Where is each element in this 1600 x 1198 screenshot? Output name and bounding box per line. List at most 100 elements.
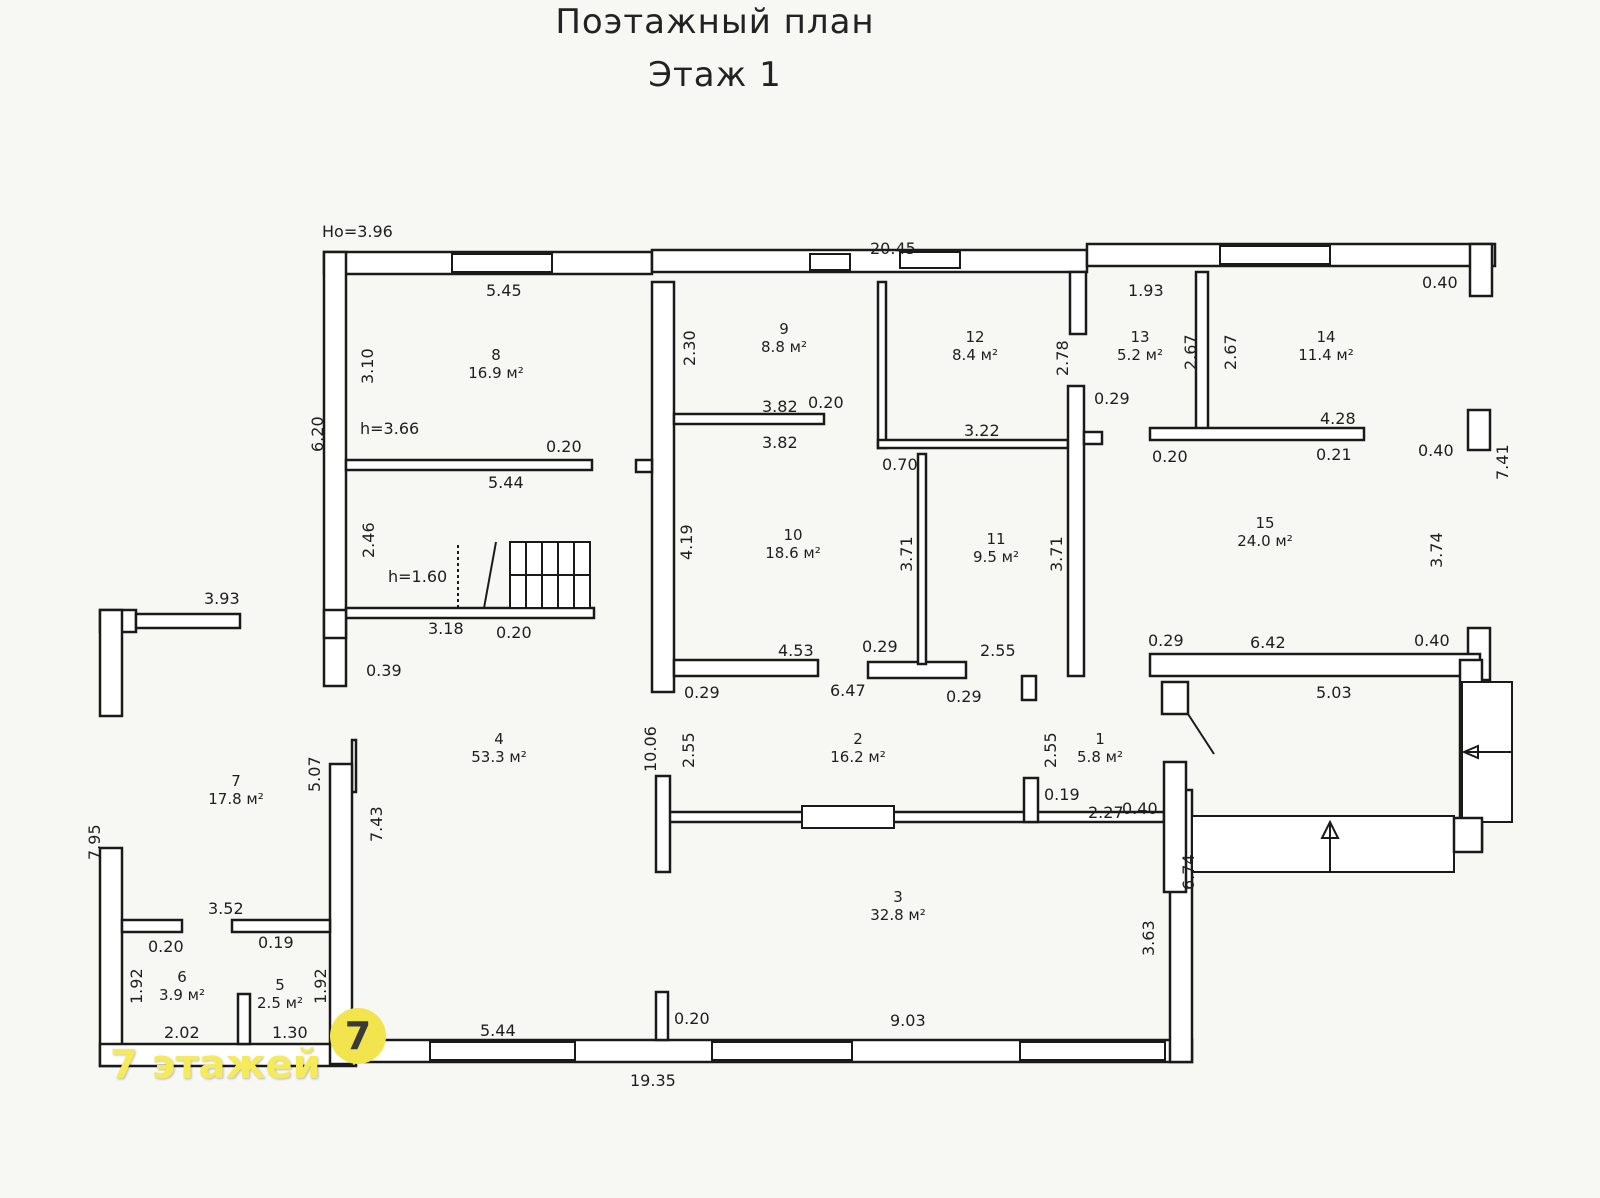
wall-room9-bottom bbox=[672, 412, 826, 426]
dimension-label: 3.63 bbox=[1139, 920, 1158, 956]
dimension-label: 19.35 bbox=[630, 1071, 676, 1090]
room-area: 53.3 м² bbox=[471, 748, 527, 766]
dimension-label: 4.53 bbox=[778, 641, 814, 660]
window-top-a bbox=[809, 253, 851, 271]
room-number: 6 bbox=[177, 968, 187, 986]
dimension-label: 0.29 bbox=[684, 683, 720, 702]
dimension-label: 0.19 bbox=[258, 933, 294, 952]
room-number: 4 bbox=[494, 730, 504, 748]
dimension-label: 5.07 bbox=[305, 756, 324, 792]
dimension-label: 2.30 bbox=[680, 330, 699, 366]
annex-top-wall bbox=[134, 612, 242, 630]
dimension-label: 2.02 bbox=[164, 1023, 200, 1042]
wall-room12-bottom bbox=[876, 438, 1070, 450]
room-number: 5 bbox=[275, 976, 285, 994]
dimension-label: 3.82 bbox=[762, 433, 798, 452]
room-area: 5.8 м² bbox=[1077, 748, 1123, 766]
annex-left-lower bbox=[98, 846, 124, 1068]
window-bottom-c bbox=[1019, 1041, 1166, 1061]
dimension-label: 6.74 bbox=[1179, 854, 1198, 890]
room-number: 2 bbox=[853, 730, 863, 748]
dimension-label: 2.55 bbox=[1041, 732, 1060, 768]
dimension-label: 0.29 bbox=[862, 637, 898, 656]
dimension-label: 1.30 bbox=[272, 1023, 308, 1042]
dimension-label: 6.42 bbox=[1250, 633, 1286, 652]
dimension-label: 0.40 bbox=[1414, 631, 1450, 650]
room-area: 11.4 м² bbox=[1298, 346, 1354, 364]
dimension-label: 5.44 bbox=[488, 473, 524, 492]
dimension-label: 7.43 bbox=[367, 806, 386, 842]
dimension-label: 3.18 bbox=[428, 619, 464, 638]
dimension-label: 0.20 bbox=[546, 437, 582, 456]
room-area: 9.5 м² bbox=[973, 548, 1019, 566]
annex-inner-a bbox=[120, 918, 184, 934]
room-number: 12 bbox=[965, 328, 984, 346]
dimension-label: 2.46 bbox=[359, 522, 378, 558]
room-area: 8.4 м² bbox=[952, 346, 998, 364]
dimension-label: 2.55 bbox=[679, 732, 698, 768]
room-area: 32.8 м² bbox=[870, 906, 926, 924]
dimension-label: 0.29 bbox=[946, 687, 982, 706]
dimension-label: 0.19 bbox=[1044, 785, 1080, 804]
wall-room8-bottom-stub bbox=[322, 608, 348, 640]
dimension-label: 4.28 bbox=[1320, 409, 1356, 428]
dimension-label: 0.20 bbox=[674, 1009, 710, 1028]
height-label: Ho=3.96 bbox=[322, 222, 393, 241]
wall-stub-d bbox=[1160, 680, 1190, 716]
dimension-label: 2.78 bbox=[1053, 340, 1072, 376]
dimension-label: 5.45 bbox=[486, 281, 522, 300]
wall-stair-bottom bbox=[344, 606, 596, 620]
room-area: 18.6 м² bbox=[765, 544, 821, 562]
annex-left-upper bbox=[98, 608, 124, 718]
room-number: 7 bbox=[231, 772, 241, 790]
dimension-label: 20.45 bbox=[870, 239, 916, 258]
dimension-label: 0.20 bbox=[1152, 447, 1188, 466]
wall-room1-left bbox=[1022, 776, 1040, 824]
window-room8 bbox=[451, 253, 553, 273]
dimension-label: 1.93 bbox=[1128, 281, 1164, 300]
window-bottom-a bbox=[429, 1041, 576, 1061]
porch bbox=[1191, 815, 1455, 873]
wall-room15-bottom bbox=[1148, 652, 1482, 678]
room-number: 14 bbox=[1316, 328, 1335, 346]
brand-logo: 7 bbox=[330, 1008, 386, 1064]
wall-room11-left bbox=[916, 452, 928, 666]
window-bottom-b bbox=[711, 1041, 853, 1061]
wall-room11-right bbox=[1066, 384, 1086, 678]
dimension-label: 1.92 bbox=[311, 968, 330, 1004]
wall-room12-left bbox=[876, 280, 888, 450]
opening-room2 bbox=[801, 805, 895, 829]
room-number: 9 bbox=[779, 320, 789, 338]
height-label: h=3.66 bbox=[360, 419, 419, 438]
dimension-label: 0.39 bbox=[366, 661, 402, 680]
dimension-label: 0.29 bbox=[1148, 631, 1184, 650]
dimension-label: 7.95 bbox=[85, 824, 104, 860]
dimension-label: 5.44 bbox=[480, 1021, 516, 1040]
wall-room3-stub bbox=[654, 990, 670, 1042]
wall-room2-left bbox=[654, 774, 672, 874]
dimension-label: 2.55 bbox=[980, 641, 1016, 660]
dimension-label: 0.40 bbox=[1422, 273, 1458, 292]
dimension-label: 0.20 bbox=[808, 393, 844, 412]
dimension-label: 0.21 bbox=[1316, 445, 1352, 464]
wall-room8-mid bbox=[344, 458, 594, 472]
window-room14 bbox=[1219, 245, 1331, 265]
dimension-label: 10.06 bbox=[641, 726, 660, 772]
dimension-label: 0.20 bbox=[496, 623, 532, 642]
room-area: 16.2 м² bbox=[830, 748, 886, 766]
room-area: 2.5 м² bbox=[257, 994, 303, 1012]
wall-room14-bottom bbox=[1148, 426, 1366, 442]
wall-stub-a bbox=[634, 458, 654, 474]
dimension-label: 7.41 bbox=[1493, 444, 1512, 480]
dimension-label: 0.40 bbox=[1418, 441, 1454, 460]
room-number: 10 bbox=[783, 526, 802, 544]
window-top-b bbox=[899, 251, 961, 269]
dimension-label: 2.67 bbox=[1221, 334, 1240, 370]
annex-inner-b bbox=[230, 918, 332, 934]
dimension-label: 0.70 bbox=[882, 455, 918, 474]
dimension-label: 6.47 bbox=[830, 681, 866, 700]
room-number: 11 bbox=[986, 530, 1005, 548]
brand-watermark: 7 этажей bbox=[110, 1042, 321, 1088]
wall-stub-c bbox=[1020, 674, 1038, 702]
room-number: 1 bbox=[1095, 730, 1105, 748]
